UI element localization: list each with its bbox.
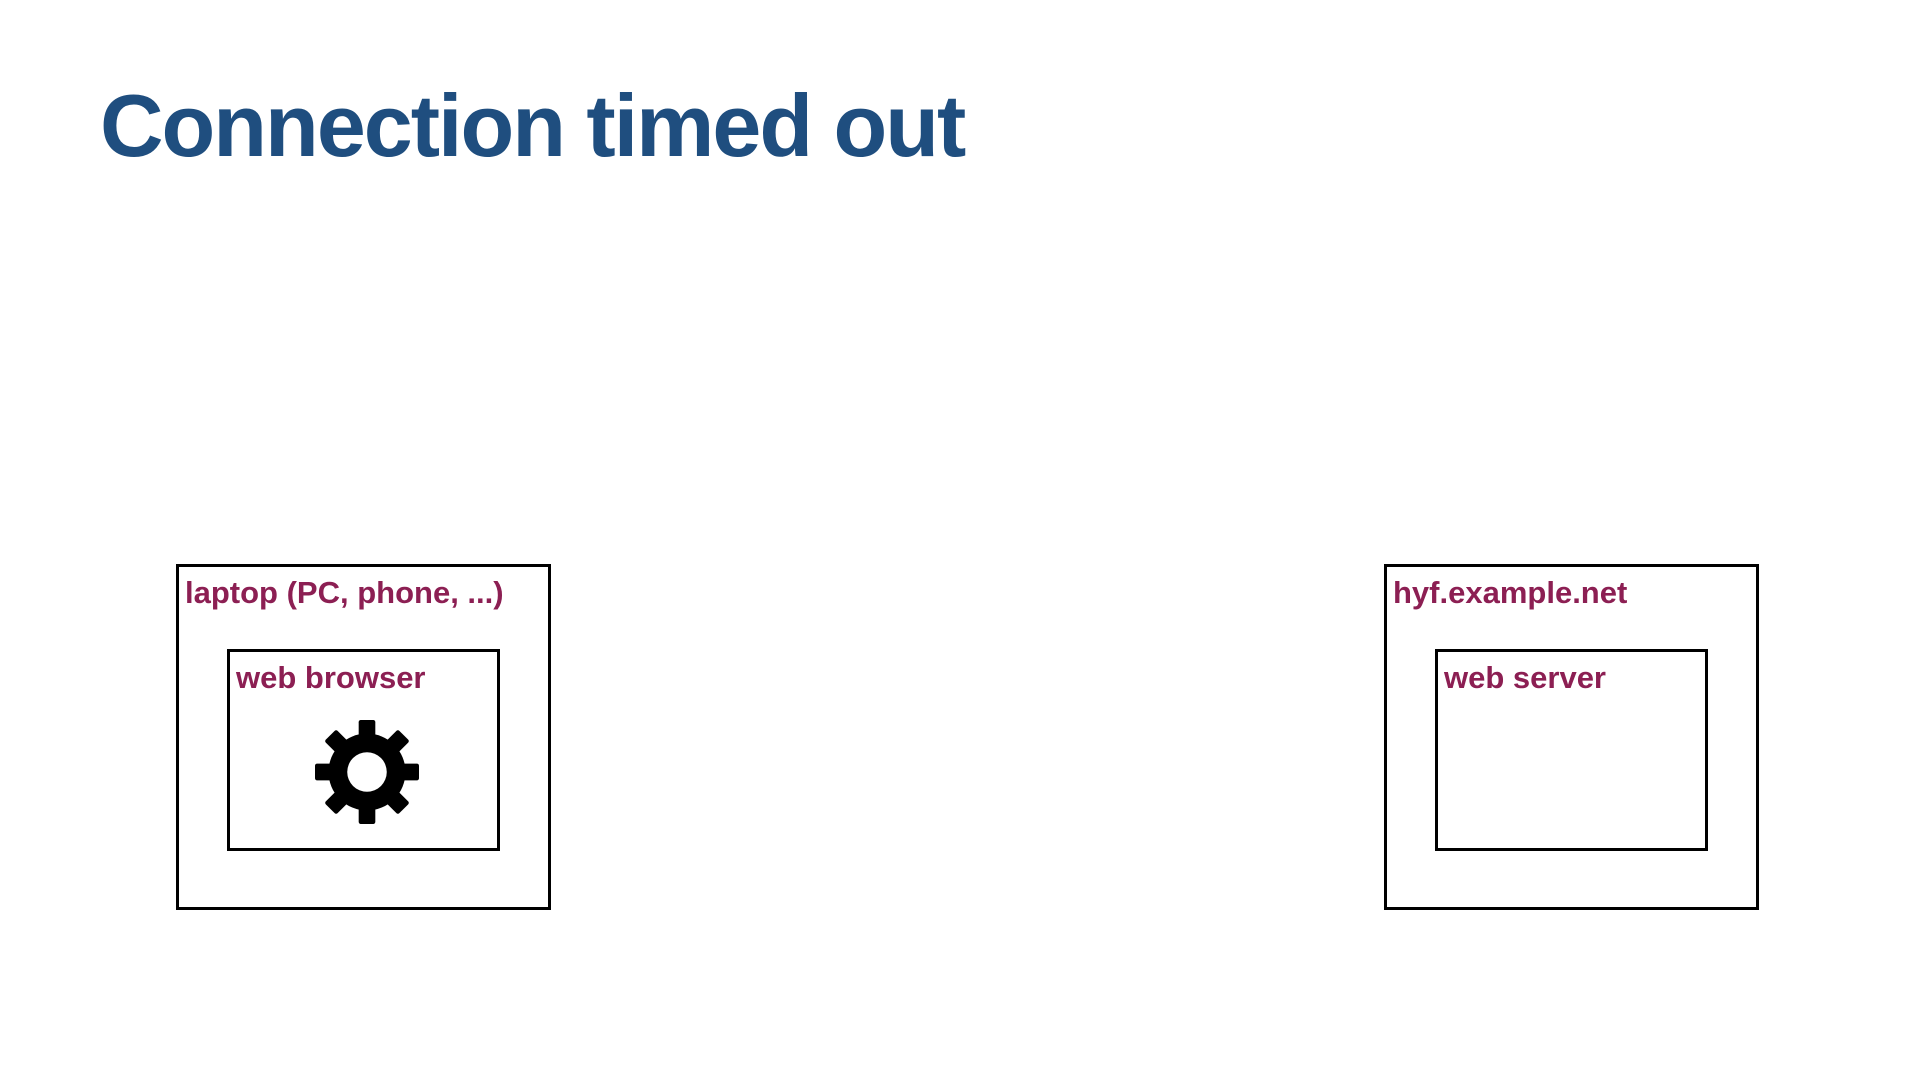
slide-title: Connection timed out <box>100 76 966 175</box>
gear-icon <box>315 720 419 824</box>
server-hostname-label: hyf.example.net <box>1393 575 1628 610</box>
laptop-label: laptop (PC, phone, ...) <box>185 575 504 610</box>
server-box: hyf.example.net web server <box>1384 564 1759 910</box>
web-browser-box: web browser <box>227 649 500 851</box>
web-browser-label: web browser <box>236 660 426 695</box>
web-server-box: web server <box>1435 649 1708 851</box>
laptop-box: laptop (PC, phone, ...) web browser <box>176 564 551 910</box>
web-server-label: web server <box>1444 660 1606 695</box>
